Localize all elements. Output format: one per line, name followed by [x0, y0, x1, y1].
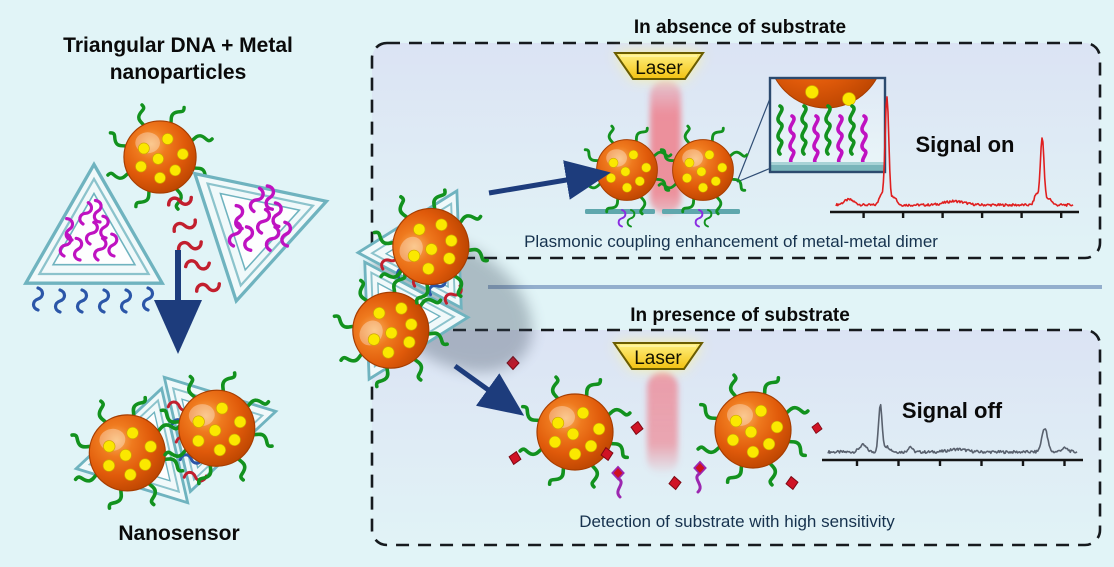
- main-title-line2: nanoparticles: [110, 61, 247, 84]
- arrow-to-absence-panel: [488, 160, 611, 200]
- panel-absence-title: In absence of substrate: [634, 17, 846, 38]
- scene-absence: Laser: [524, 0, 1079, 251]
- signal-on-curve-axis: [830, 210, 1079, 218]
- callout-line: [736, 95, 772, 183]
- scene-presence: Laser Signal off Detection of substrate …: [506, 343, 1083, 531]
- surface-left: [585, 209, 655, 214]
- laser-beam: [647, 372, 678, 474]
- signal-on-label: Signal on: [916, 132, 1015, 157]
- callout-line: [736, 167, 772, 183]
- signal-on-curve: [835, 96, 1074, 207]
- laser-beam: [650, 80, 681, 214]
- panel-presence-caption: Detection of substrate with high sensiti…: [579, 512, 895, 531]
- left-column: Triangular DNA + Metal nanoparticles: [24, 34, 349, 545]
- signal-off-curve: [827, 403, 1078, 455]
- signal-off-curve-axis: [822, 458, 1083, 466]
- main-title-line1: Triangular DNA + Metal: [63, 34, 293, 57]
- arrow-to-presence-panel: [453, 363, 525, 416]
- signal-off-label: Signal off: [902, 398, 1003, 423]
- panel-presence-title: In presence of substrate: [630, 305, 850, 326]
- laser-label: Laser: [634, 348, 682, 369]
- dna-interface-inset: [768, 76, 887, 174]
- panel-absence-caption: Plasmonic coupling enhancement of metal-…: [524, 232, 938, 251]
- metal-metal-dimer: [583, 126, 747, 228]
- laser-label: Laser: [635, 58, 683, 79]
- nanosensor-label: Nanosensor: [118, 522, 239, 545]
